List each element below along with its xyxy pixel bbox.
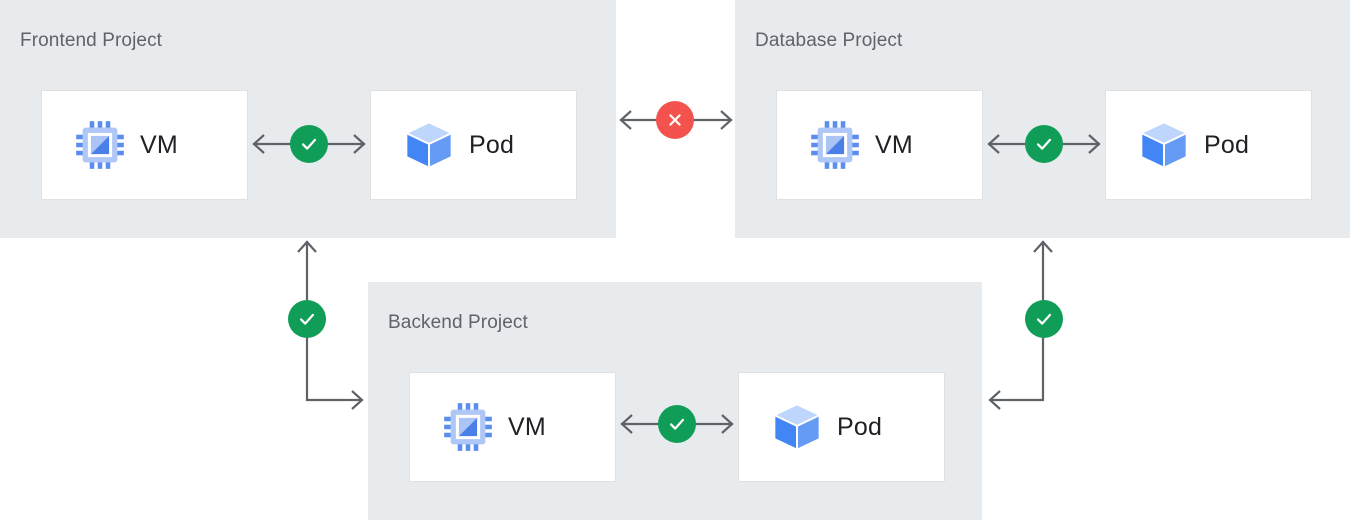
status-badge-frontend-vm-to-pod[interactable] — [290, 125, 328, 163]
check-circle-icon — [666, 413, 688, 435]
card-database-vm-label: VM — [875, 130, 913, 159]
panel-database[interactable]: Database Project — [735, 0, 1350, 238]
card-database-vm[interactable]: VM — [776, 90, 983, 200]
status-badge-database-vm-to-pod[interactable] — [1025, 125, 1063, 163]
card-frontend-pod[interactable]: Pod — [370, 90, 577, 200]
card-frontend-pod-label: Pod — [469, 130, 515, 159]
check-circle-icon — [296, 308, 318, 330]
check-circle-icon — [1033, 308, 1055, 330]
cube-icon — [403, 119, 455, 171]
check-circle-icon — [298, 133, 320, 155]
status-badge-backend-to-frontend[interactable] — [288, 300, 326, 338]
card-backend-pod-label: Pod — [837, 412, 883, 441]
cube-icon — [1138, 119, 1190, 171]
cube-icon — [771, 401, 823, 453]
card-frontend-vm-label: VM — [140, 130, 178, 159]
cpu-chip-icon — [809, 119, 861, 171]
x-circle-icon — [665, 110, 685, 130]
panel-frontend[interactable]: Frontend Project — [0, 0, 616, 238]
card-backend-vm-label: VM — [508, 412, 546, 441]
status-badge-backend-to-database[interactable] — [1025, 300, 1063, 338]
card-database-pod[interactable]: Pod — [1105, 90, 1312, 200]
panel-backend-title: Backend Project — [388, 312, 528, 333]
cpu-chip-icon — [74, 119, 126, 171]
panel-backend[interactable]: Backend Project — [368, 282, 982, 520]
status-badge-frontend-to-database[interactable] — [656, 101, 694, 139]
check-circle-icon — [1033, 133, 1055, 155]
card-backend-pod[interactable]: Pod — [738, 372, 945, 482]
card-database-pod-label: Pod — [1204, 130, 1250, 159]
card-frontend-vm[interactable]: VM — [41, 90, 248, 200]
panel-database-title: Database Project — [755, 30, 903, 51]
panel-frontend-title: Frontend Project — [20, 30, 163, 51]
status-badge-backend-vm-to-pod[interactable] — [658, 405, 696, 443]
cpu-chip-icon — [442, 401, 494, 453]
card-backend-vm[interactable]: VM — [409, 372, 616, 482]
